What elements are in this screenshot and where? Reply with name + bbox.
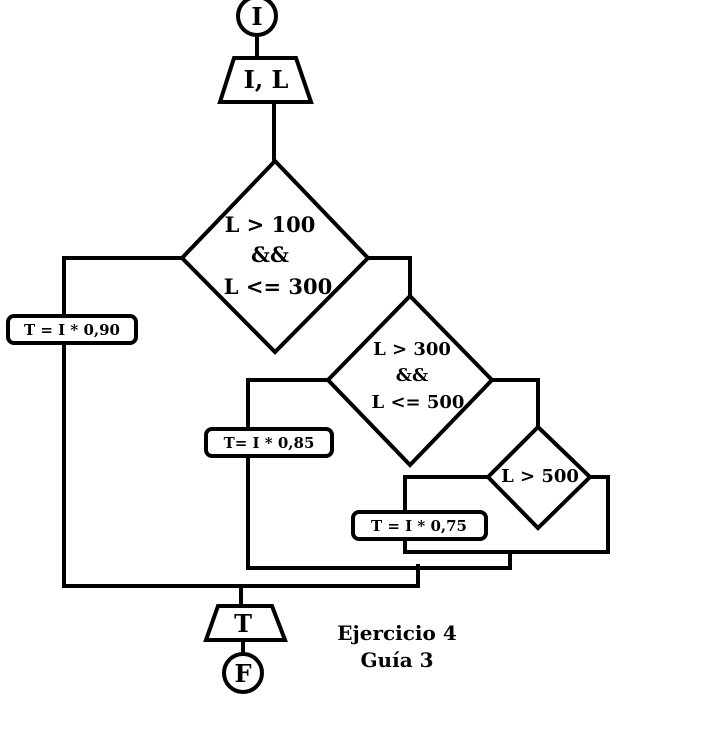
output-shape: T [203, 604, 288, 642]
decision-1: L > 100 && L <= 300 [179, 158, 371, 355]
process-3: T = I * 0,75 [351, 510, 488, 541]
process-1: T = I * 0,90 [6, 314, 138, 345]
end-terminal: F [222, 652, 264, 694]
decision-1-line-3: L <= 300 [224, 274, 332, 299]
input-shape: I, L [217, 56, 314, 104]
caption-line-1: Ejercicio 4 [337, 621, 457, 645]
decision-1-line-1: L > 100 [225, 212, 316, 237]
decision-2-line-1: L > 300 [373, 339, 451, 360]
end-label: F [234, 659, 251, 688]
decision-2: L > 300 && L <= 500 [325, 293, 495, 468]
decision-3-line-1: L > 500 [501, 466, 579, 487]
input-label: I, L [244, 65, 289, 94]
caption: Ejercicio 4 Guía 3 [337, 621, 457, 672]
flow-connectors [62, 30, 610, 659]
process-1-label: T = I * 0,90 [24, 321, 120, 339]
decision-3: L > 500 [485, 424, 593, 531]
decision-1-line-2: && [251, 242, 289, 267]
caption-line-2: Guía 3 [360, 648, 433, 672]
start-terminal: I [236, 0, 278, 37]
process-3-label: T = I * 0,75 [371, 517, 467, 535]
start-label: I [251, 2, 262, 31]
process-2: T= I * 0,85 [204, 427, 334, 458]
output-label: T [234, 609, 252, 638]
decision-2-line-2: && [396, 365, 429, 386]
decision-2-line-3: L <= 500 [372, 392, 465, 413]
process-2-label: T= I * 0,85 [224, 434, 315, 452]
